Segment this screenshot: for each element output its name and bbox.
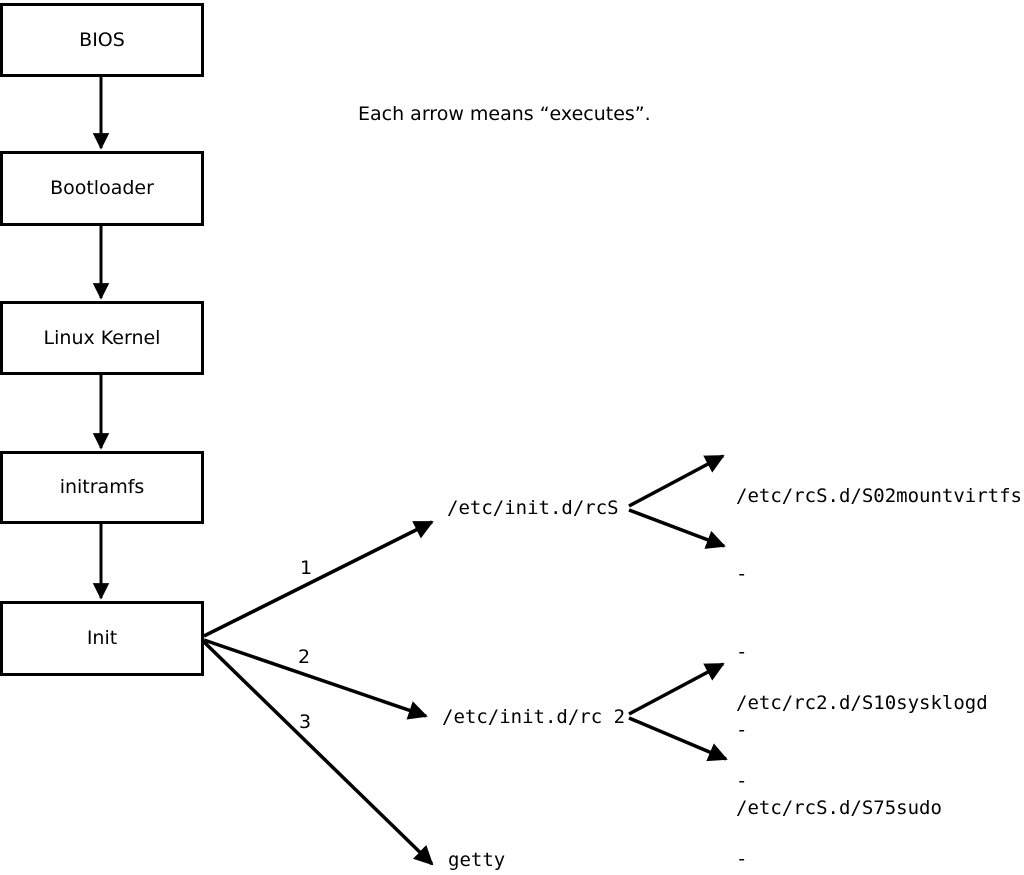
edge-label-2: 2: [298, 646, 311, 668]
rc2-script-item: -: [736, 770, 748, 792]
arrow-rcs-to-last-script: [628, 508, 726, 549]
rcs-script-item: -: [736, 563, 748, 585]
arrow-init-to-getty: [202, 640, 434, 866]
edge-label-1: 1: [300, 557, 313, 579]
rcs-script-item: -: [736, 641, 748, 663]
rc2-script-item: -: [736, 848, 748, 870]
rc2-script-list: /etc/rc2.d/S10sysklogd - - - /etc/rc2.d/…: [736, 638, 988, 875]
box-bootloader-label: Bootloader: [50, 177, 154, 199]
arrow-init-to-rcs: [203, 520, 434, 638]
rcs-script-item: -: [736, 719, 748, 741]
edge-label-3: 3: [299, 711, 312, 733]
box-bootloader: Bootloader: [0, 151, 204, 226]
box-init: Init: [0, 601, 204, 676]
box-init-label: Init: [86, 627, 118, 649]
rc2-script-item: /etc/rc2.d/S10sysklogd: [736, 692, 988, 714]
arrow-rc2-to-first-script: [628, 662, 725, 716]
label-getty: getty: [448, 849, 506, 871]
box-linux-kernel: Linux Kernel: [0, 301, 204, 375]
arrow-rc2-to-last-script: [628, 716, 728, 762]
arrow-rcs-to-first-script: [628, 454, 725, 508]
box-initramfs: initramfs: [0, 451, 204, 524]
rcs-script-item: /etc/rcS.d/S02mountvirtfs: [736, 485, 1022, 507]
box-initramfs-label: initramfs: [59, 476, 145, 498]
rcs-script-list: /etc/rcS.d/S02mountvirtfs - - - /etc/rcS…: [736, 431, 1022, 873]
label-rc2: /etc/init.d/rc 2: [442, 706, 626, 728]
legend-note: Each arrow means “executes”.: [358, 103, 651, 125]
arrow-init-to-rc2: [203, 638, 428, 720]
box-linux-kernel-label: Linux Kernel: [43, 326, 161, 349]
label-rcs: /etc/init.d/rcS: [447, 497, 619, 519]
box-bios: BIOS: [0, 3, 204, 77]
box-bios-label: BIOS: [79, 28, 125, 51]
rcs-script-item: /etc/rcS.d/S75sudo: [736, 797, 942, 819]
